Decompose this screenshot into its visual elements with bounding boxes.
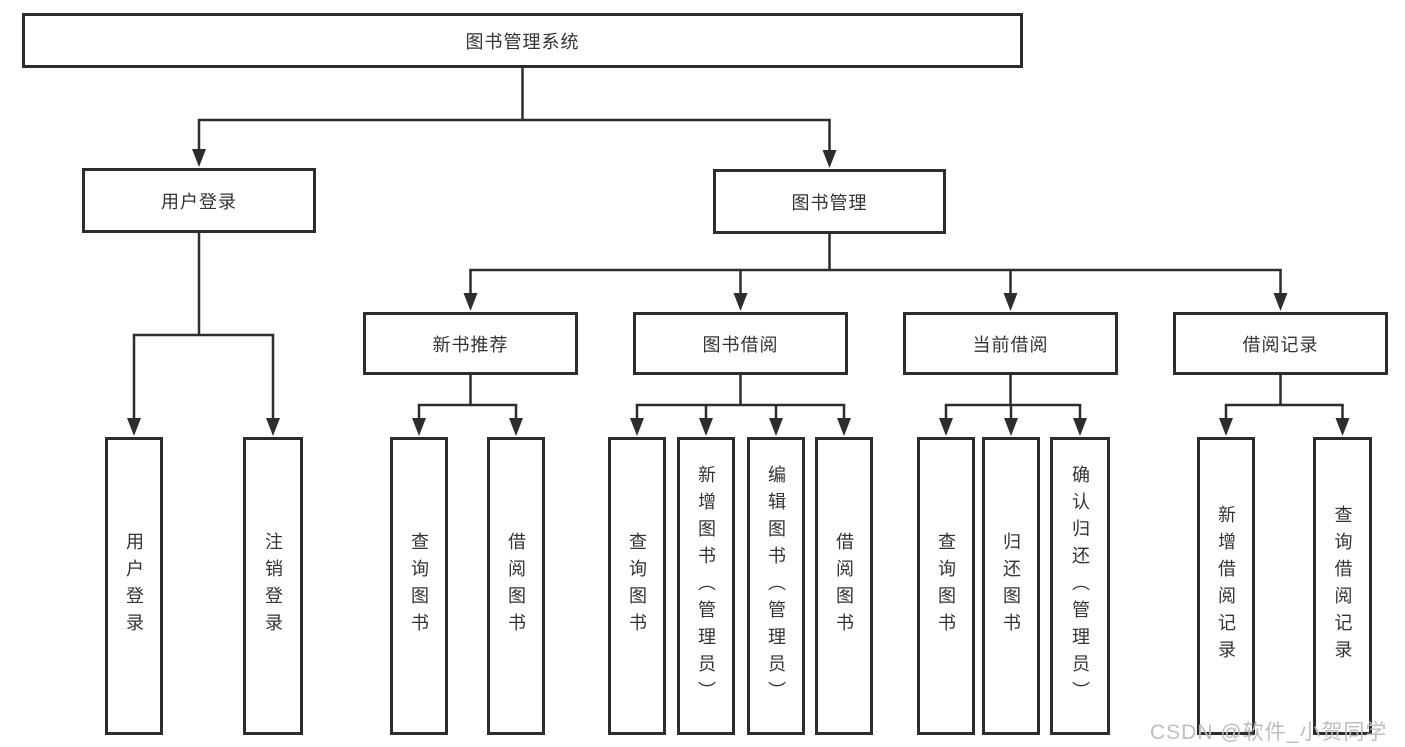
leaf-logout: 注销登录 (243, 437, 303, 735)
node-book-borrow: 图书借阅 (633, 312, 848, 375)
leaf-query-book-2-label: 查询图书 (627, 532, 647, 640)
node-root-system: 图书管理系统 (22, 13, 1023, 68)
leaf-query-book-1: 查询图书 (390, 437, 448, 735)
leaf-edit-book: 编辑图书（管理员） (747, 437, 805, 735)
node-book-borrow-label: 图书借阅 (702, 334, 779, 355)
node-new-book-recommend-label: 新书推荐 (432, 334, 509, 355)
leaf-query-book-3-label: 查询图书 (936, 532, 956, 640)
leaf-borrow-book-1-label: 借阅图书 (506, 532, 526, 640)
leaf-add-book-label: 新增图书（管理员） (696, 464, 716, 708)
node-borrow-records: 借阅记录 (1173, 312, 1388, 375)
leaf-borrow-book-2-label: 借阅图书 (834, 532, 854, 640)
node-root-system-label: 图书管理系统 (465, 31, 580, 52)
leaf-query-book-1-label: 查询图书 (409, 532, 429, 640)
leaf-query-book-3: 查询图书 (917, 437, 975, 735)
node-current-borrow: 当前借阅 (903, 312, 1118, 375)
leaf-user-login: 用户登录 (105, 437, 163, 735)
leaf-query-borrow-record-label: 查询借阅记录 (1332, 505, 1353, 667)
leaf-query-book-2: 查询图书 (608, 437, 666, 735)
node-current-borrow-label: 当前借阅 (972, 334, 1049, 355)
leaf-add-borrow-record: 新增借阅记录 (1197, 437, 1255, 735)
node-user-login-label: 用户登录 (161, 191, 237, 212)
node-book-management-label: 图书管理 (791, 192, 868, 213)
leaf-return-book-label: 归还图书 (1001, 532, 1021, 640)
leaf-edit-book-label: 编辑图书（管理员） (766, 464, 786, 708)
leaf-confirm-return-label: 确认归还（管理员） (1070, 464, 1090, 708)
node-new-book-recommend: 新书推荐 (363, 312, 578, 375)
leaf-borrow-book-1: 借阅图书 (487, 437, 545, 735)
node-borrow-records-label: 借阅记录 (1242, 334, 1319, 355)
leaf-user-login-label: 用户登录 (124, 532, 144, 640)
node-book-management: 图书管理 (713, 169, 946, 234)
leaf-add-book: 新增图书（管理员） (677, 437, 735, 735)
csdn-watermark: CSDN @软件_小贺同学 (1150, 721, 1388, 744)
node-user-login: 用户登录 (82, 168, 316, 233)
leaf-confirm-return: 确认归还（管理员） (1050, 437, 1110, 735)
leaf-add-borrow-record-label: 新增借阅记录 (1216, 505, 1236, 667)
leaf-return-book: 归还图书 (982, 437, 1040, 735)
leaf-query-borrow-record: 查询借阅记录 (1313, 437, 1372, 735)
leaf-logout-label: 注销登录 (263, 532, 283, 640)
leaf-borrow-book-2: 借阅图书 (815, 437, 873, 735)
